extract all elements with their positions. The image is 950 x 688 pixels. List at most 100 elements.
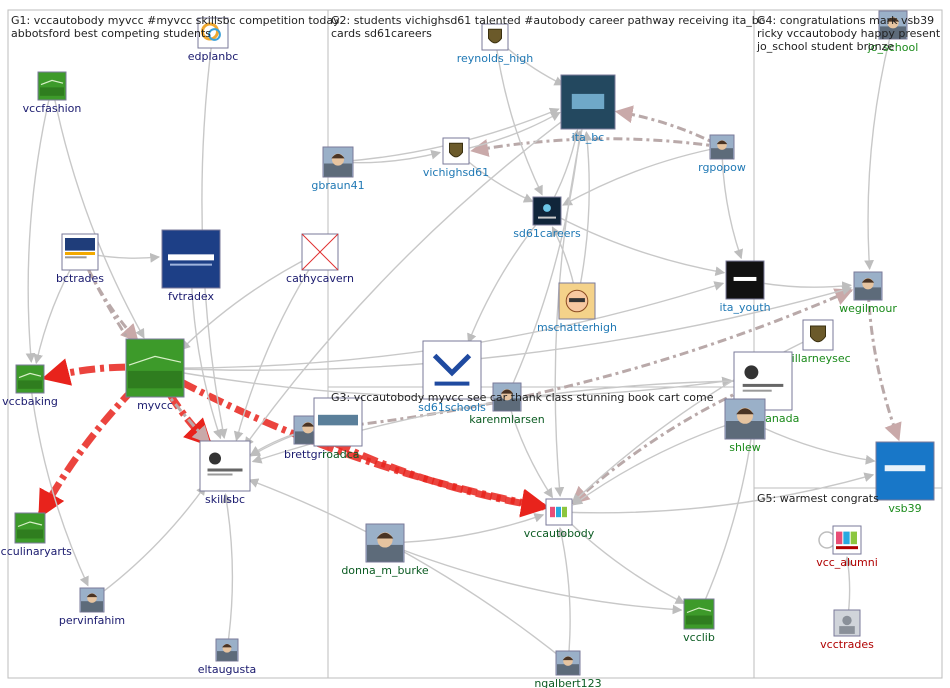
node-vcctrades[interactable]: vcctrades: [820, 609, 874, 651]
group-label-g1: G1: vccautobody myvcc #myvcc skillsbc co…: [11, 14, 340, 27]
node-vcclib[interactable]: vcclib: [683, 598, 715, 644]
group-labels: G1: vccautobody myvcc #myvcc skillsbc co…: [11, 14, 941, 505]
node-label: vccfashion: [23, 102, 82, 115]
node-jo_school[interactable]: jo_school: [867, 10, 919, 54]
profile-photo-icon: [724, 398, 766, 440]
node-sd61careers[interactable]: sd61careers: [513, 196, 581, 240]
node-gbraun41[interactable]: gbraun41: [311, 146, 365, 192]
node-shlew[interactable]: shlew: [724, 398, 766, 454]
node-vcc_alumni[interactable]: vcc_alumni: [816, 525, 878, 569]
node-label: vccbaking: [2, 395, 58, 408]
group-boxes: [7, 9, 943, 679]
node-karenmlarsen[interactable]: karenmlarsen: [469, 382, 545, 426]
edge-vccautobody-to-vcclib: [558, 511, 686, 605]
node-label: pervinfahim: [59, 614, 125, 627]
group-label-g4: jo_school student bronze: [756, 40, 894, 53]
node-label: ita_bc: [572, 131, 605, 144]
node-label: vcctrades: [820, 638, 874, 651]
node-label: fvtradex: [168, 290, 215, 303]
node-label: shlew: [729, 441, 761, 454]
node-donna_m_burke[interactable]: donna_m_burke: [341, 523, 429, 577]
school-crest-icon: [802, 319, 834, 351]
vcc-green-logo-icon: [15, 364, 45, 394]
missing-image-icon-icon: [301, 233, 339, 271]
node-label: wegilmour: [839, 302, 897, 315]
group-label-g5: G5: warmest congrats: [757, 492, 879, 505]
default-avatar-icon: [833, 609, 861, 637]
edge-vccfashion-to-vccbaking: [25, 85, 53, 364]
node-label: myvcc: [137, 399, 173, 412]
node-bctrades[interactable]: bctrades: [56, 233, 104, 285]
edge-cathycavern-to-skillsbc: [233, 251, 321, 442]
vcc-green-logo-icon: [683, 598, 715, 630]
node-label: donna_m_burke: [341, 564, 429, 577]
vcc-green-logo-icon: [37, 71, 67, 101]
node-edplanbc[interactable]: edplanbc: [188, 17, 239, 63]
node-skillsbc[interactable]: skillsbc: [199, 440, 251, 506]
node-wegilmour[interactable]: wegilmour: [839, 271, 897, 315]
vsb-logo-icon: [875, 441, 935, 501]
edge-brettgri-to-wegilmour: [307, 288, 854, 432]
edge-karenmlarsen-to-ita_bc: [506, 129, 584, 398]
edge-ngalbert123-to-skillsbc: [248, 478, 569, 664]
node-label: bctrades: [56, 272, 104, 285]
edge-vccautobody-to-vsb39: [558, 472, 875, 514]
node-rgpopow[interactable]: rgpopow: [698, 134, 746, 174]
group-label-g2: G2: students vichighsd61 talented #autob…: [331, 14, 765, 27]
node-label: vcclib: [683, 631, 715, 644]
node-sd61schools[interactable]: sd61schools: [418, 340, 486, 414]
node-label: vccautobody: [524, 527, 595, 540]
node-mschatterhigh[interactable]: mschatterhigh: [537, 282, 617, 334]
profile-photo-icon: [555, 650, 581, 676]
ita-logo-icon: [560, 74, 616, 130]
node-pervinfahim[interactable]: pervinfahim: [59, 587, 125, 627]
node-vccculinaryarts[interactable]: vccculinaryarts: [0, 512, 72, 558]
edge-sd61careers-to-ita_youth: [546, 210, 726, 277]
vcc-green-logo-icon: [14, 512, 46, 544]
node-label: vsb39: [888, 502, 921, 515]
school-crest-icon: [442, 137, 470, 165]
node-vichighsd61[interactable]: vichighsd61: [423, 137, 489, 179]
group-box-g5: [753, 487, 943, 679]
edge-mschatterhigh-to-ita_bc: [576, 130, 593, 302]
node-openroadca[interactable]: roadca: [313, 397, 363, 461]
node-label: eltaugusta: [198, 663, 257, 676]
node-reynolds_high[interactable]: reynolds_high: [457, 23, 534, 65]
edge-myvcc-to-wegilmour: [154, 285, 853, 371]
node-myvcc[interactable]: myvcc: [125, 338, 185, 412]
node-label: ita_youth: [719, 301, 770, 314]
node-fvtradex[interactable]: fvtradex: [161, 229, 221, 303]
openroad-logo-icon: [313, 397, 363, 447]
node-vsb39[interactable]: vsb39: [875, 441, 935, 515]
node-label: vichighsd61: [423, 166, 489, 179]
skills-logo-icon: [199, 440, 251, 492]
node-ita_bc[interactable]: ita_bc: [560, 74, 616, 144]
edplan-logo-icon: [197, 17, 229, 49]
node-cathycavern[interactable]: cathycavern: [286, 233, 354, 285]
node-vccfashion[interactable]: vccfashion: [23, 71, 82, 115]
node-killarneysec[interactable]: killarneysec: [785, 319, 851, 365]
node-eltaugusta[interactable]: eltaugusta: [198, 638, 257, 676]
node-vccautobody[interactable]: vccautobody: [524, 498, 595, 540]
edge-jo_school-to-wegilmour: [864, 24, 894, 271]
node-vccbaking[interactable]: vccbaking: [2, 364, 58, 408]
edge-rgpopow-to-vichighsd61: [470, 137, 723, 157]
node-label: gbraun41: [311, 179, 364, 192]
node-label: vccculinaryarts: [0, 545, 72, 558]
node-ngalbert123[interactable]: ngalbert123: [534, 650, 602, 688]
greater-victoria-logo-icon: [422, 340, 482, 400]
trades-training-logo-icon: [61, 233, 99, 271]
group-label-g4: ricky vccautobody happy present: [757, 27, 941, 40]
profile-photo-icon: [492, 382, 522, 412]
group-label-g4: G4: congratulations mark vsb39: [757, 14, 934, 27]
edge-pervinfahim-to-skillsbc: [91, 485, 206, 601]
edge-vccfashion-to-myvcc: [51, 85, 145, 339]
profile-photo-icon: [709, 134, 735, 160]
edge-shlew-to-vccautobody: [572, 418, 746, 506]
node-label: vcc_alumni: [816, 556, 878, 569]
group-label-g1: abbotsford best competing students: [11, 27, 211, 40]
nodes-layer: edplanbc vccfashion bctrades fvtradex cathyc…: [0, 10, 935, 688]
node-label: karenmlarsen: [469, 413, 544, 426]
node-ita_youth[interactable]: ita_youth: [719, 260, 771, 314]
